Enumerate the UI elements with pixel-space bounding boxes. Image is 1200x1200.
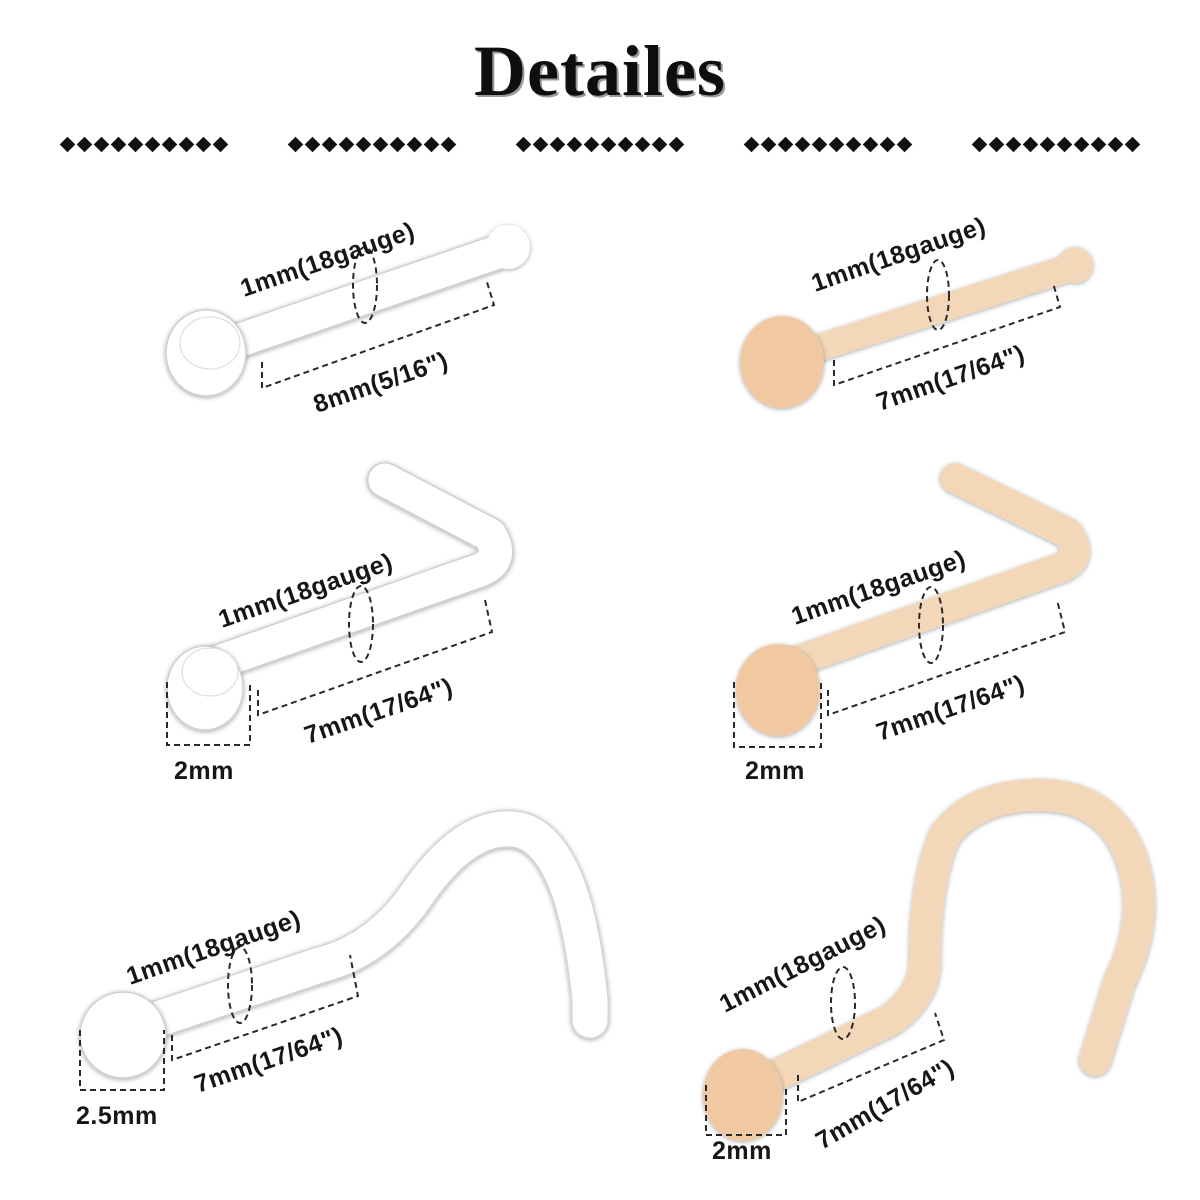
length-label: 7mm(17/64") [191,1022,347,1099]
head-bracket [166,682,251,746]
clear-straight-stud: 1mm(18gauge) 8mm(5/16") [165,217,530,419]
head-bracket [733,682,822,748]
head-bracket [705,1085,787,1136]
length-bracket [257,599,494,717]
length-label: 7mm(17/64") [873,670,1029,747]
length-bracket [261,278,496,390]
pin-head [165,309,247,397]
head-size-label: 2mm [712,1137,772,1165]
gauge-label: 1mm(18gauge) [808,212,990,298]
length-label: 7mm(17/64") [301,673,457,750]
nude-straight-stud: 1mm(18gauge) 7mm(17/64") [740,212,1093,417]
gauge-marker [227,946,253,1024]
length-label: 7mm(17/64") [873,340,1029,417]
gauge-marker [918,586,944,664]
pin-head [703,1049,783,1141]
head-bracket [79,1030,165,1091]
nude-l-shape: 1mm(18gauge) 7mm(17/64") 2mm [733,463,1090,785]
pin-shaft [106,809,609,1049]
gauge-marker [352,246,378,324]
pin-shaft [192,462,514,683]
pin-head [79,991,167,1079]
length-bracket [833,282,1062,387]
pin-shaft [729,779,1156,1106]
pin-shaft [187,225,530,370]
pin-head [736,644,820,736]
length-bracket [171,954,360,1062]
gauge-marker [926,259,950,331]
pin-head [740,316,824,408]
gauge-label: 1mm(18gauge) [715,911,890,1019]
pin-shaft [766,247,1093,374]
length-label: 8mm(5/16") [310,346,452,418]
length-label: 7mm(17/64") [811,1053,959,1155]
gauge-marker [830,966,856,1040]
length-bracket [797,1012,946,1104]
gauge-marker [348,585,374,663]
pin-shaft [770,463,1090,680]
clear-screw: 1mm(18gauge) 7mm(17/64") 2.5mm [76,809,609,1130]
nude-screw: 1mm(18gauge) 7mm(17/64") 2mm [703,779,1156,1165]
page-title: Detailes [474,31,726,111]
pin-head [166,645,244,731]
head-size-label: 2mm [745,757,805,785]
head-size-label: 2.5mm [76,1102,158,1130]
clear-l-shape: 1mm(18gauge) 7mm(17/64") 2mm [166,462,514,785]
head-size-label: 2mm [174,757,234,785]
length-bracket [827,599,1067,717]
